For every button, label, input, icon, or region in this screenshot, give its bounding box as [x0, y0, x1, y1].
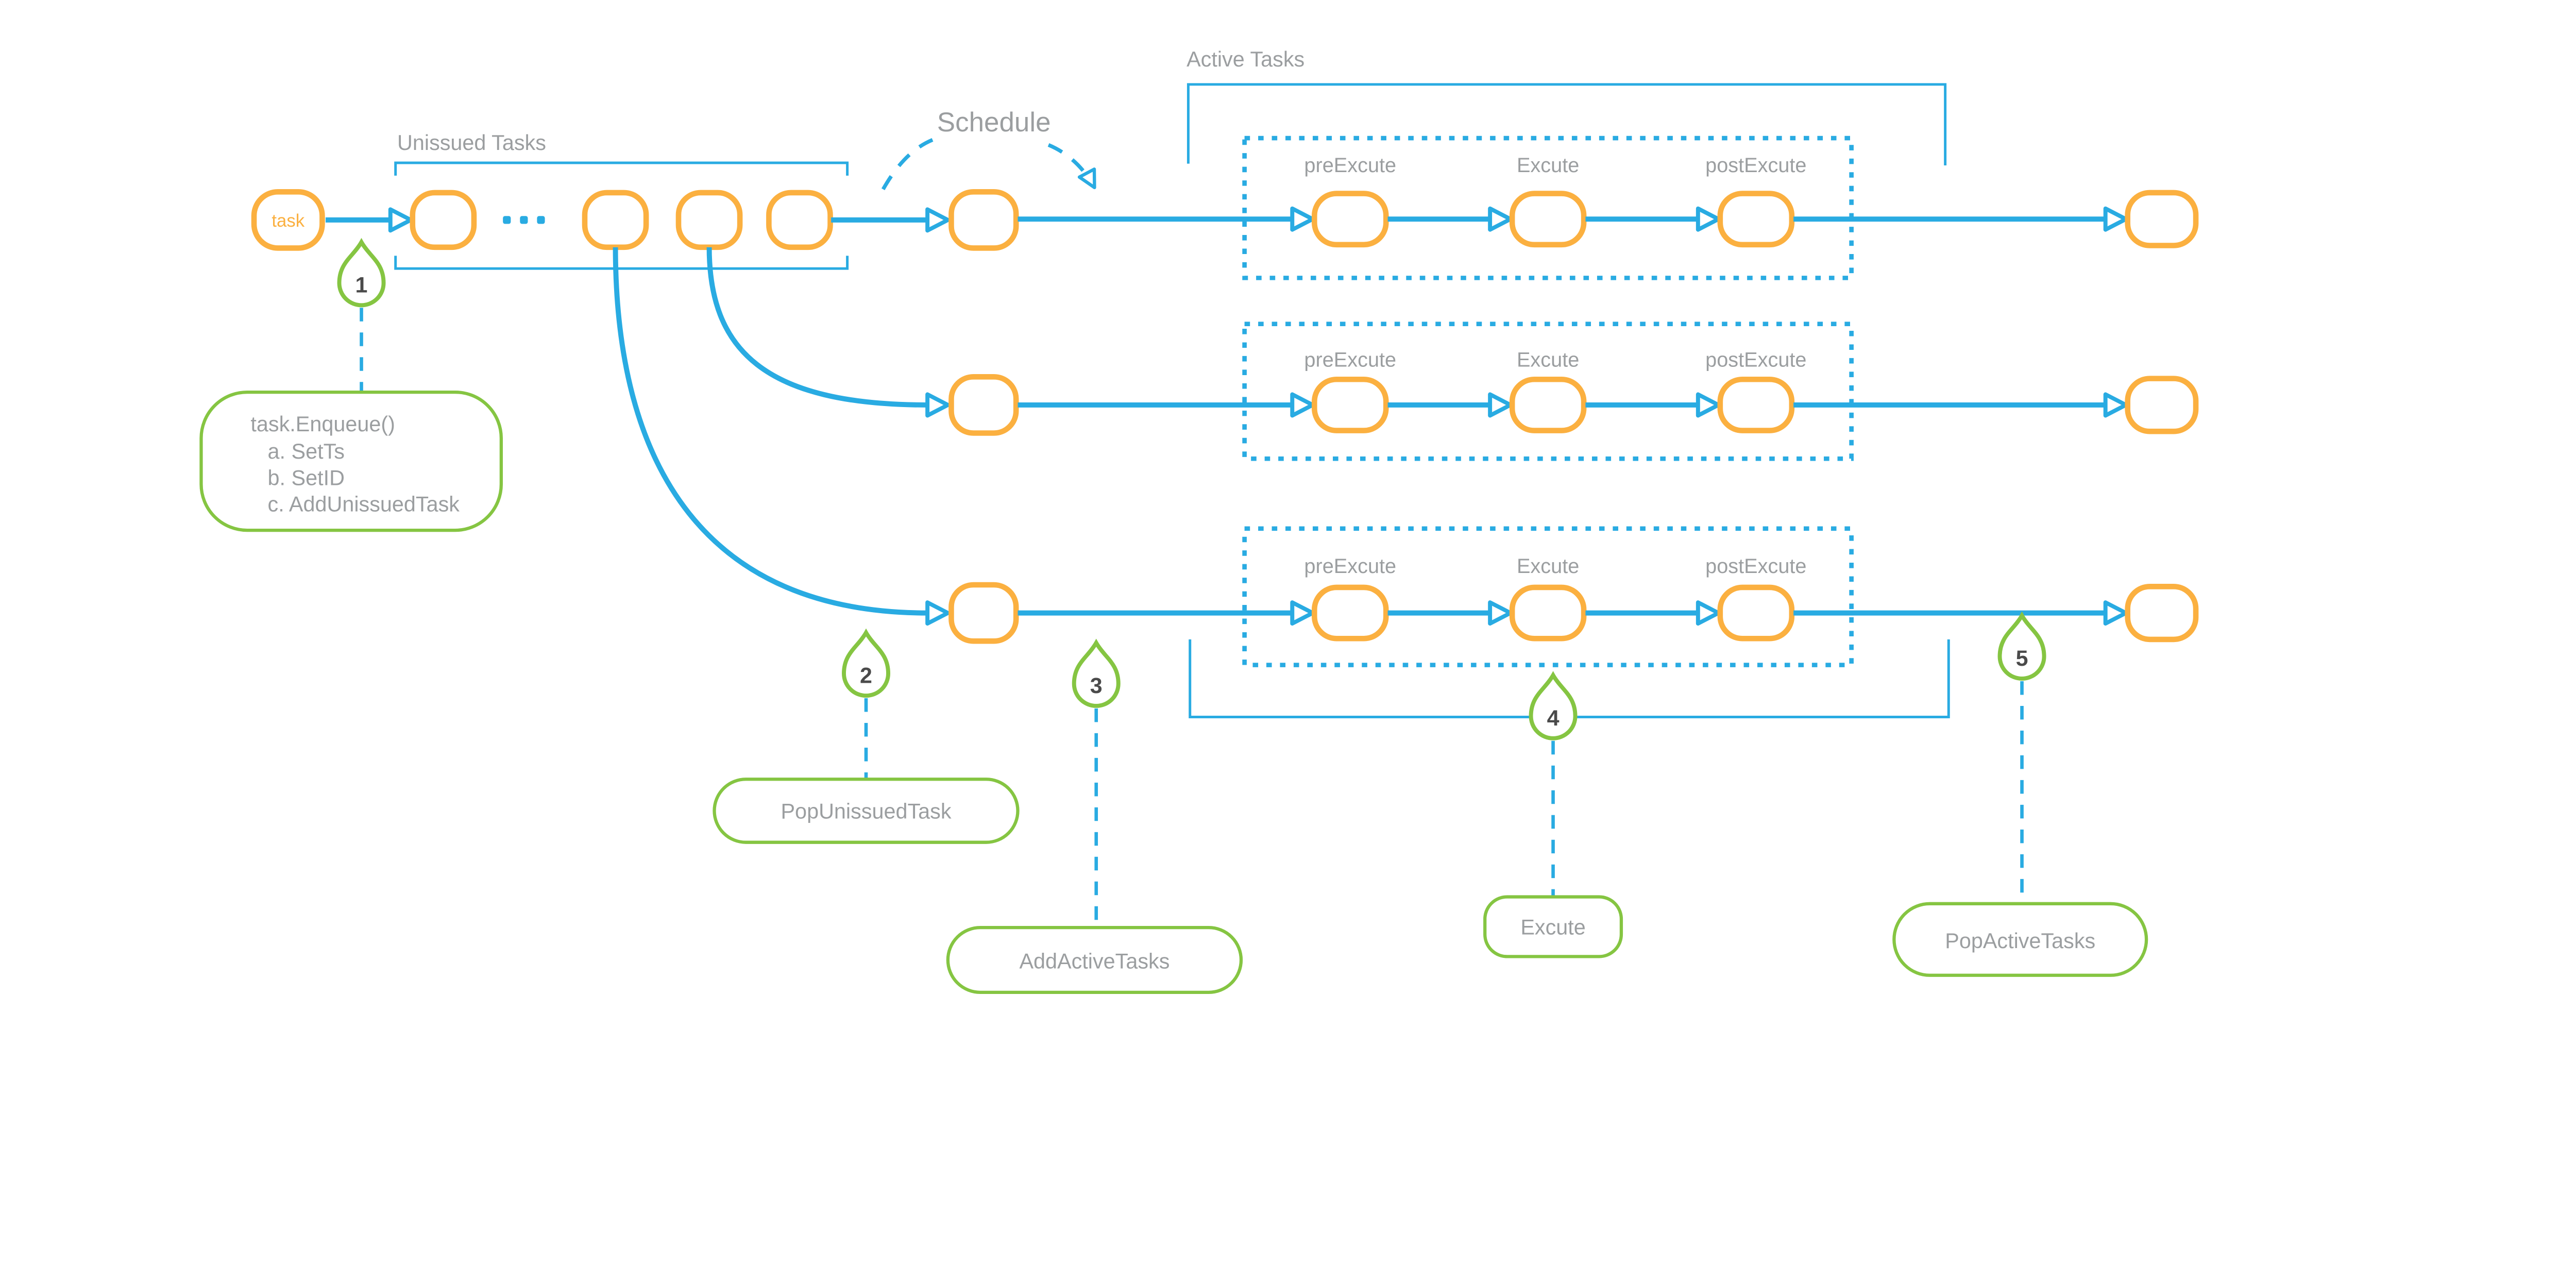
note-item: c. AddUnissuedTask [268, 493, 460, 516]
excute-label: Excute [1517, 555, 1579, 578]
pre-excute-label: preExcute [1304, 348, 1396, 371]
unissued-node [675, 190, 743, 250]
unissued-node [766, 190, 833, 250]
excute-node [1509, 376, 1587, 433]
note-box-excute [1483, 895, 1623, 958]
marker-1-group: 1 task.Enqueue() a. SetTs b. SetID c. Ad… [199, 242, 503, 532]
excute-label: Excute [1517, 348, 1579, 371]
note-box-pop-unissued [713, 778, 1020, 844]
note-label: Excute [1520, 915, 1585, 939]
ellipsis-dots [503, 216, 545, 224]
post-excute-label: postExcute [1705, 154, 1806, 177]
marker-number: 2 [860, 663, 872, 688]
note-box-pop-active [1892, 902, 2148, 977]
post-excute-label: postExcute [1705, 555, 1806, 578]
marker-number: 3 [1090, 673, 1103, 698]
row-dotted-box [1242, 322, 1854, 461]
excute-label: Excute [1517, 154, 1579, 177]
active-tasks-section: Active Tasks preExcute Excute postExcute [1018, 47, 2199, 718]
active-tasks-bracket-top [1187, 83, 1947, 165]
post-excute-node [1717, 584, 1795, 642]
marker-4-group: 4 Excute [1483, 675, 1623, 958]
note-label: PopUnissuedTask [781, 799, 951, 823]
done-node [2125, 584, 2199, 643]
note-item: a. SetTs [268, 440, 345, 463]
row-dotted-box [1242, 136, 1854, 280]
pre-excute-node [1311, 584, 1389, 642]
schedule-node-row3 [948, 582, 1019, 644]
post-excute-node [1717, 191, 1795, 248]
unissued-tasks-label: Unissued Tasks [397, 131, 546, 155]
active-task-row-2: preExcute Excute postExcute [1018, 322, 2199, 461]
note-label: PopActiveTasks [1945, 929, 2095, 953]
excute-node [1509, 584, 1587, 642]
pre-excute-label: preExcute [1304, 555, 1396, 578]
note-box-enqueue [199, 390, 503, 532]
schedule-section: Schedule [613, 107, 1102, 644]
done-node [2125, 190, 2199, 248]
active-tasks-label: Active Tasks [1187, 47, 1304, 71]
marker-2-group: 2 PopUnissuedTask [713, 633, 1020, 844]
marker-5-group: 5 PopActiveTasks [1892, 616, 2148, 977]
unissued-node [582, 190, 649, 250]
unissued-bracket-bottom [394, 256, 849, 270]
schedule-node-row2 [948, 374, 1019, 436]
curve-queue-to-worker3 [613, 247, 928, 616]
row-dotted-box [1242, 526, 1854, 667]
note-title: task.Enqueue() [250, 412, 395, 436]
marker-number: 1 [355, 273, 368, 298]
post-excute-label: postExcute [1705, 348, 1806, 371]
pre-excute-node [1311, 376, 1389, 433]
marker-3-group: 3 AddActiveTasks [946, 643, 1243, 994]
unissued-bracket-top [394, 161, 849, 176]
marker-number: 5 [2016, 646, 2028, 671]
curve-queue-to-worker2 [706, 247, 928, 408]
done-node [2125, 376, 2199, 434]
unissued-node [410, 190, 477, 250]
unissued-tasks-section: Unissued Tasks task [251, 131, 948, 270]
note-label: AddActiveTasks [1019, 950, 1170, 973]
pre-excute-label: preExcute [1304, 154, 1396, 177]
pre-excute-node [1311, 191, 1389, 248]
schedule-arc-left [881, 138, 934, 191]
schedule-label: Schedule [937, 107, 1051, 138]
excute-node [1509, 191, 1587, 248]
task-scheduler-diagram: Unissued Tasks task Schedule [199, 47, 2199, 994]
note-box-add-active [946, 925, 1243, 994]
post-excute-node [1717, 376, 1795, 433]
task-node [251, 189, 325, 251]
active-task-row-3: preExcute Excute postExcute [1018, 526, 2199, 667]
task-node-label: task [272, 211, 304, 231]
active-task-row-1: preExcute Excute postExcute [1018, 136, 2199, 280]
marker-number: 4 [1547, 706, 1560, 731]
schedule-node-row1 [948, 189, 1019, 251]
note-item: b. SetID [268, 466, 345, 490]
